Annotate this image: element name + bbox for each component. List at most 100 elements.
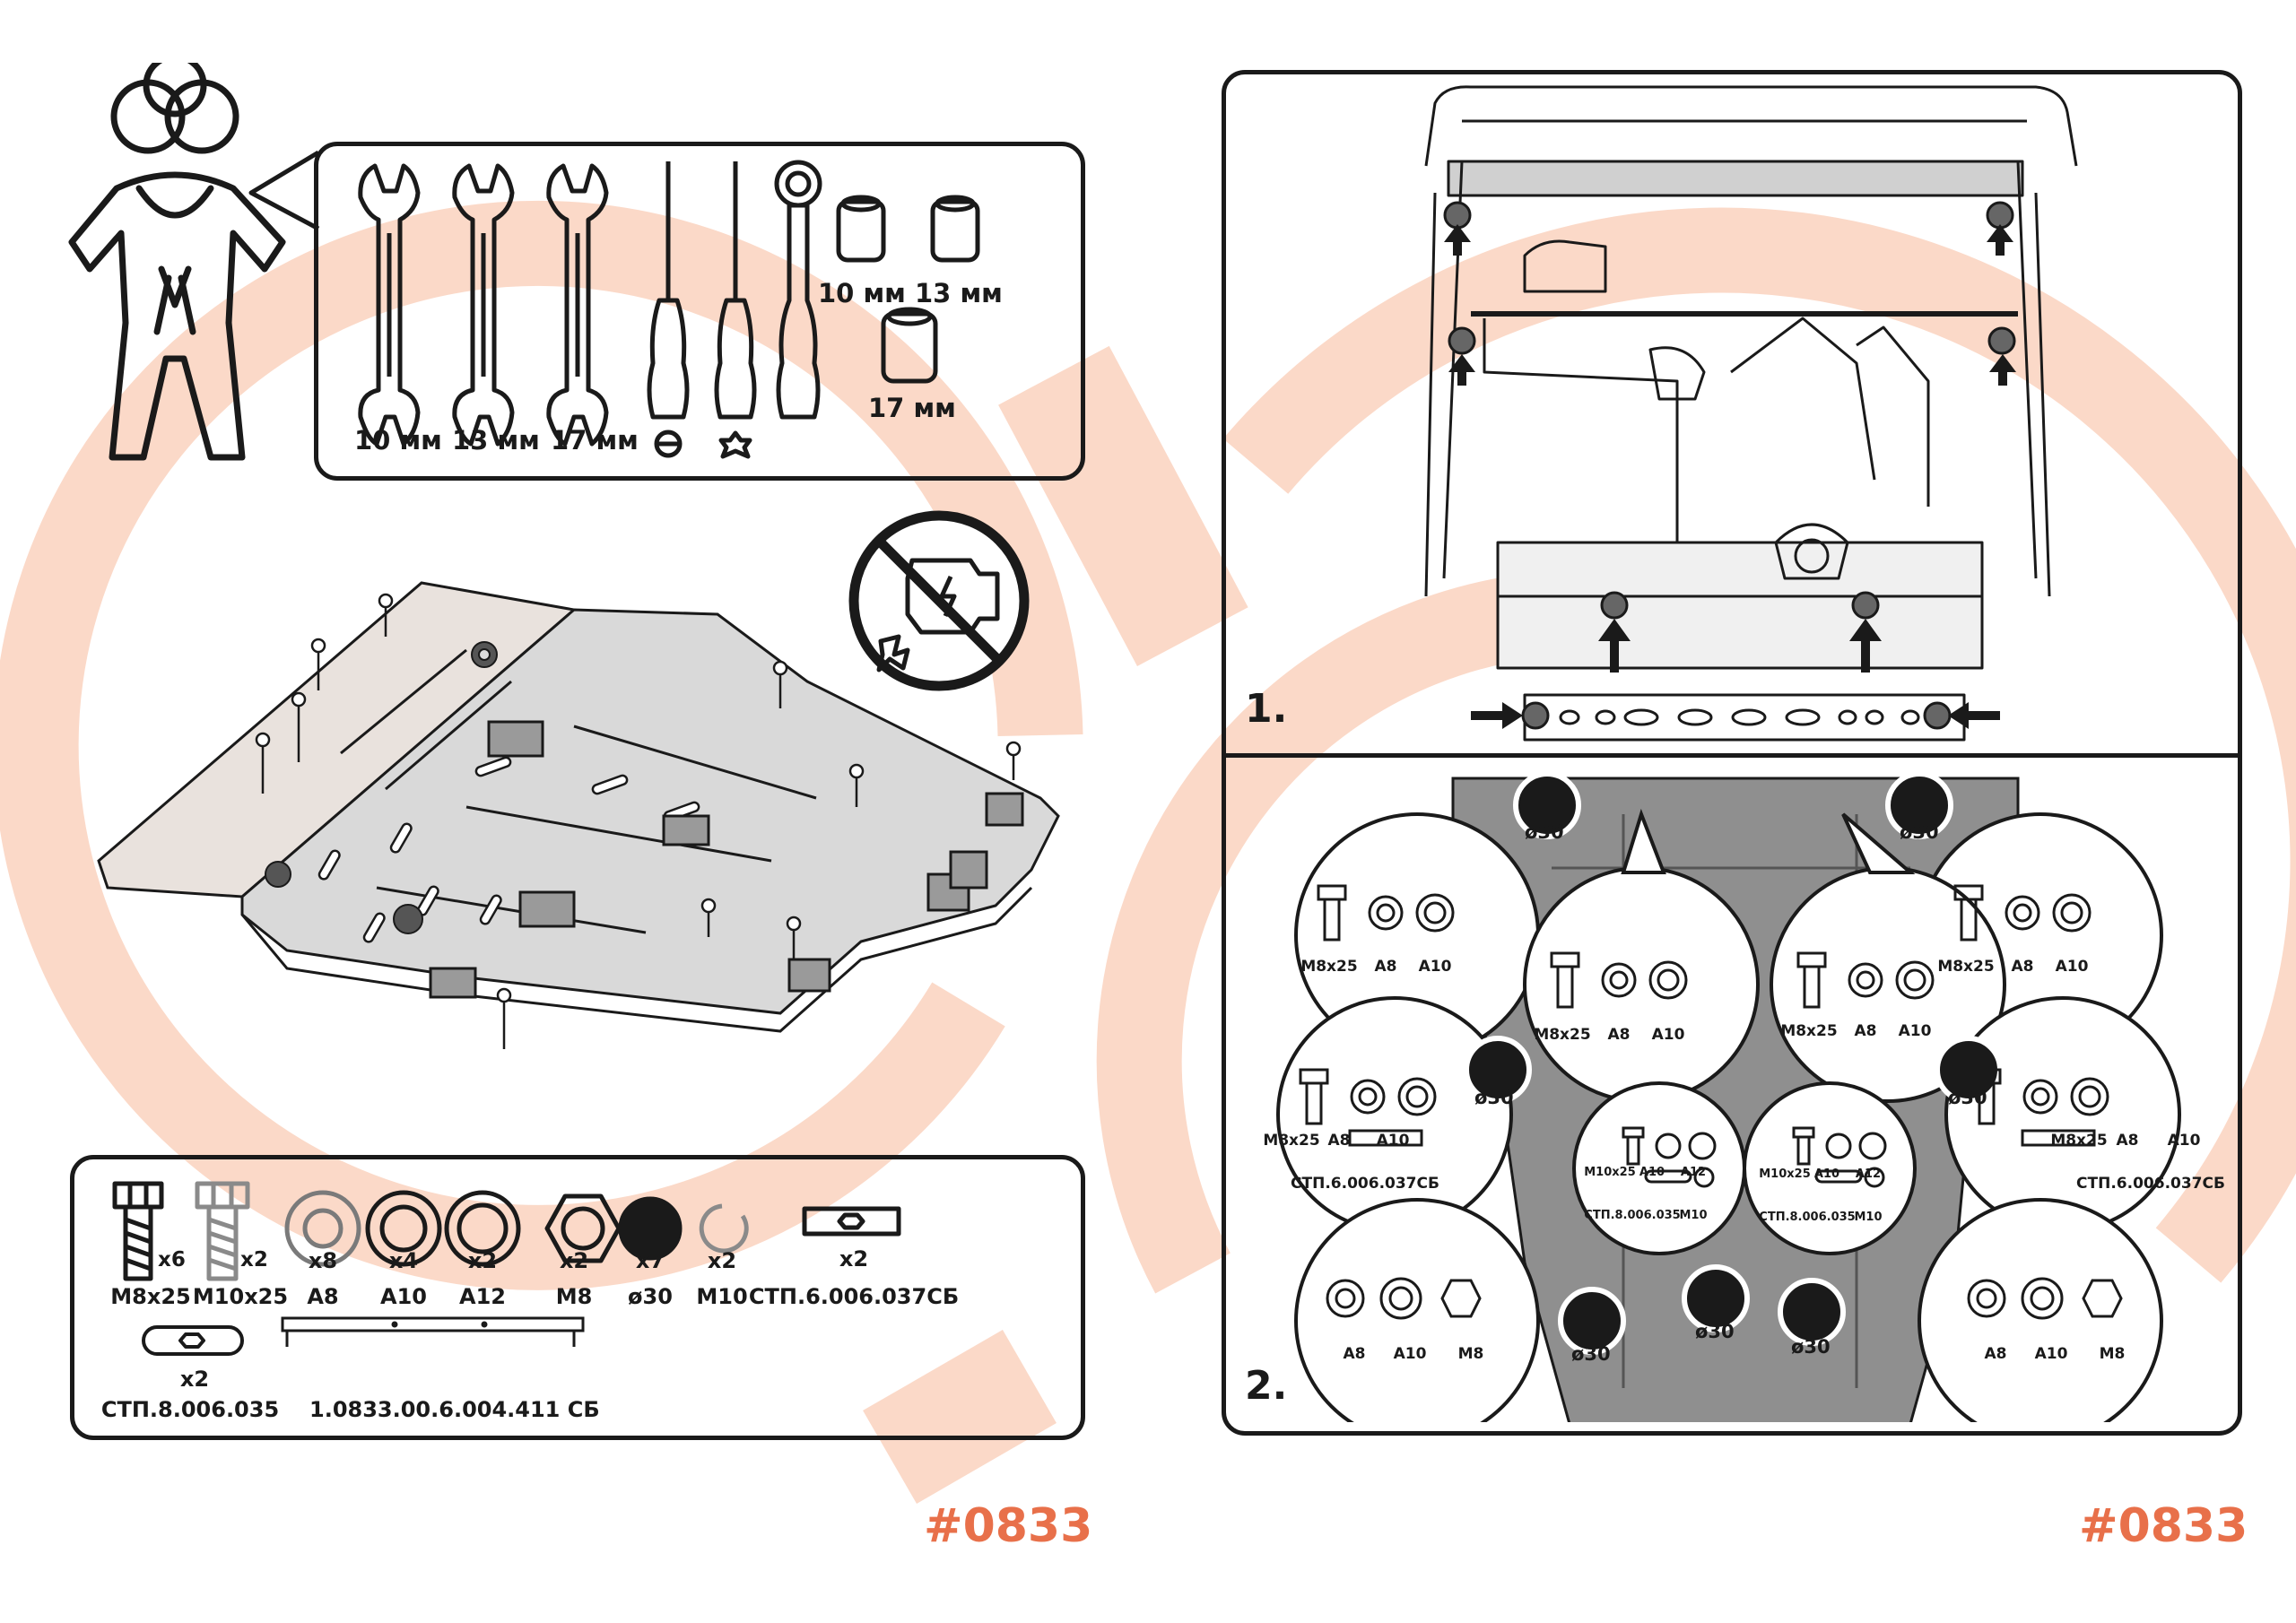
ratchet-icon <box>774 160 822 420</box>
callout-rt-a10: А10 <box>2055 958 2089 976</box>
callout-cl-a8: А8 <box>1607 1026 1631 1044</box>
callout-lb-a10: А10 <box>1393 1345 1427 1363</box>
side-rail-part-icon <box>281 1316 585 1347</box>
wrench-10-label: 10 мм <box>354 425 442 456</box>
plug-3 <box>1464 1036 1532 1104</box>
socket-17-label: 17 мм <box>868 393 956 423</box>
bolt-m10x25-icon <box>195 1181 250 1281</box>
callout-lt-a10: А10 <box>1418 958 1452 976</box>
step1-subframe-drawing <box>1424 85 2078 742</box>
callout-clr-ring: М10 <box>1854 1211 1883 1224</box>
callout-lt-a8: А8 <box>1374 958 1397 976</box>
plug-1 <box>1513 771 1581 839</box>
ring-m10-icon <box>699 1203 749 1254</box>
kit-qty-m10: х2 <box>240 1248 268 1271</box>
callout-lb-a8: А8 <box>1343 1345 1366 1363</box>
callout-rt-bolt: М8х25 <box>1937 958 1995 976</box>
kit-contents-panel <box>70 1155 1085 1440</box>
callout-right-bottom <box>1918 1198 2163 1422</box>
kit-qty-m8: х6 <box>158 1248 186 1271</box>
wrench-17-label: 17 мм <box>551 425 639 456</box>
callout-cr-a8: А8 <box>1854 1022 1877 1040</box>
kit-name-m10: М10х25 <box>192 1284 289 1309</box>
bolt-m8x25-icon <box>112 1181 164 1281</box>
plug-label-6: ø30 <box>1695 1321 1735 1342</box>
callout-right-mid <box>1944 996 2181 1233</box>
page-code-right: #0833 <box>2079 1499 2248 1553</box>
callout-left-mid <box>1276 996 1513 1233</box>
plug-label-1: ø30 <box>1525 821 1564 843</box>
kit-part-illustrations <box>112 1181 901 1356</box>
plate-body <box>240 608 1060 1015</box>
callout-rm-a8: А8 <box>2116 1132 2139 1150</box>
tools-illustrations <box>358 160 980 459</box>
callout-cll-bracket: СТП.8.006.035 <box>1584 1209 1681 1222</box>
plug-label-4: ø30 <box>1948 1087 1987 1108</box>
kit-name-m8nut: М8 <box>555 1284 593 1309</box>
steps-divider <box>1226 753 2238 758</box>
flat-screwdriver-icon <box>647 161 690 458</box>
callout-lb-m8: М8 <box>1457 1345 1484 1363</box>
callout-lm-a8: А8 <box>1327 1132 1351 1150</box>
callout-cll-bolt: М10х25 <box>1584 1166 1636 1179</box>
plug-label-2: ø30 <box>1900 821 1939 843</box>
tools-speech-pointer <box>248 150 320 231</box>
callout-rm-a10: А10 <box>2167 1132 2201 1150</box>
callout-rm-bolt: М8х25 <box>2050 1132 2108 1150</box>
bracket-6-icon <box>802 1206 901 1237</box>
step-1-number: 1. <box>1245 686 1288 732</box>
kit-name-d30: ø30 <box>628 1284 673 1309</box>
installation-steps-panel <box>1222 70 2242 1436</box>
plug-d30-icon <box>618 1196 683 1261</box>
callout-cl-bolt: М8х25 <box>1534 1026 1591 1044</box>
callout-cll-a10: А10 <box>1639 1166 1665 1179</box>
callout-cr-bolt: М8х25 <box>1780 1022 1838 1040</box>
kit-name-side-rail: 1.0833.00.6.004.411 СБ <box>309 1397 600 1422</box>
kit-qty-m8nut: х2 <box>559 1248 589 1273</box>
plug-label-5: ø30 <box>1571 1343 1611 1365</box>
callout-rb-a10: А10 <box>2034 1345 2068 1363</box>
step-2-number: 2. <box>1245 1363 1288 1409</box>
kit-qty-m10ring: х2 <box>707 1248 737 1273</box>
kit-name-m8: М8х25 <box>110 1284 191 1309</box>
kit-qty-bracket6: х2 <box>839 1246 869 1271</box>
callout-clr-bolt: М10х25 <box>1759 1167 1811 1181</box>
plug-5 <box>1558 1287 1626 1355</box>
callout-rt-a8: А8 <box>2011 958 2034 976</box>
kit-qty-a10: х4 <box>388 1248 419 1273</box>
no-hot-engine-warning-icon <box>848 510 1030 691</box>
wrench-10-icon <box>358 163 421 447</box>
kit-qty-d30: х7 <box>635 1248 665 1273</box>
wrench-13-label: 13 мм <box>452 425 540 456</box>
bracket-8-icon <box>142 1325 244 1356</box>
socket-13-label: 13 мм <box>915 278 1003 308</box>
kit-qty-a12: х2 <box>467 1248 498 1273</box>
callout-cr-a10: А10 <box>1898 1022 1932 1040</box>
kit-name-bracket8: СТП.8.006.035 <box>100 1397 280 1422</box>
callout-clr-a10: А10 <box>1813 1167 1840 1181</box>
callout-cl-a10: А10 <box>1651 1026 1685 1044</box>
kit-name-a10: А10 <box>380 1284 427 1309</box>
callout-cll-ring: М10 <box>1679 1209 1708 1222</box>
torx-screwdriver-icon <box>714 161 757 459</box>
callout-cll-a12: А12 <box>1680 1166 1707 1179</box>
callout-rb-m8: М8 <box>2099 1345 2126 1363</box>
callout-rm-bracket: СТП.6.006.037СБ <box>2076 1175 2225 1193</box>
wrench-13-icon <box>452 163 515 447</box>
kit-qty-a8: х8 <box>308 1248 338 1273</box>
washer-a8-icon <box>284 1190 361 1267</box>
kit-name-bracket6: СТП.6.006.037СБ <box>748 1284 960 1309</box>
skid-plate-exploded-view <box>97 581 1060 1049</box>
socket-17-icon <box>881 307 938 384</box>
socket-10-label: 10 мм <box>818 278 906 308</box>
socket-10-icon <box>836 195 886 263</box>
kit-name-m10ring: М10 <box>696 1284 748 1309</box>
plug-7 <box>1778 1278 1846 1346</box>
page-code-left: #0833 <box>924 1499 1093 1553</box>
plug-label-3: ø30 <box>1474 1087 1514 1108</box>
callout-center-left <box>1523 866 1760 1103</box>
callout-rb-a8: А8 <box>1984 1345 2007 1363</box>
kit-name-a12: А12 <box>459 1284 506 1309</box>
kit-qty-bracket8: х2 <box>179 1367 210 1392</box>
callout-center-low-right <box>1743 1081 1917 1255</box>
